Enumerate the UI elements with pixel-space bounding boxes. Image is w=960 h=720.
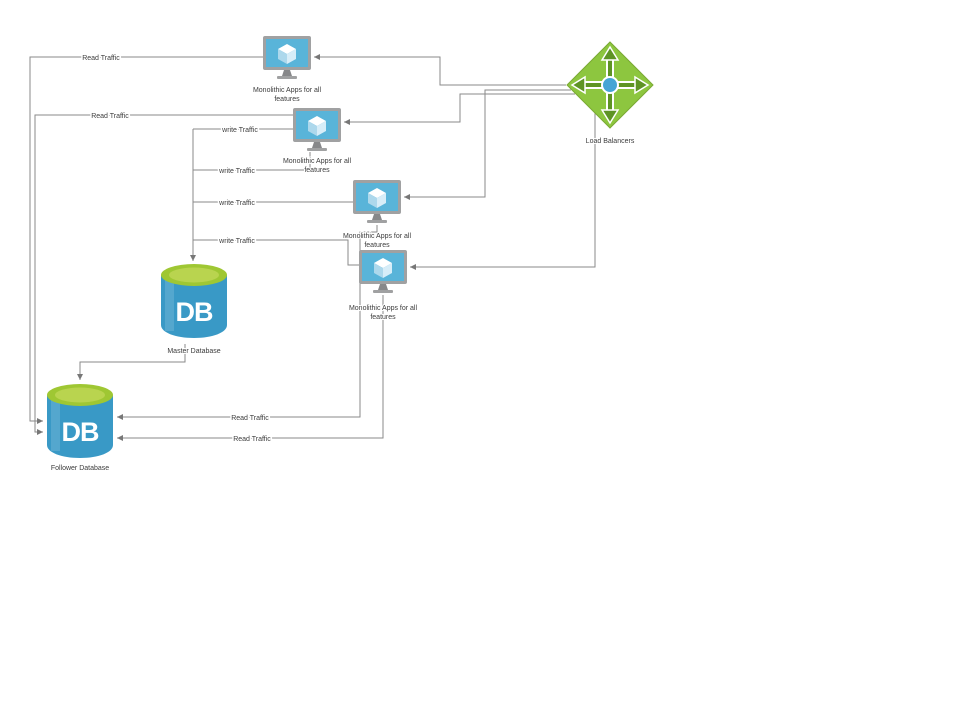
load-balancer-icon [567,42,653,128]
node-caption-app1-line2: features [274,96,300,103]
connector-read-app1-to-follower [29,56,263,424]
connector-layer [29,54,596,441]
node-caption-follower-database: Follower Database [51,465,109,472]
connector-write-app2 [193,152,311,171]
node-caption-app1-line1: Monolithic Apps for all [253,87,322,94]
node-caption-app2-line2: features [304,167,330,174]
edge-label-write-traffic-1: write Traffic [221,127,258,134]
node-caption-app3-line1: Monolithic Apps for all [343,233,412,240]
node-monolithic-app-2: Monolithic Apps for all features [282,108,352,175]
edge-label-write-traffic-3: write Traffic [218,200,255,207]
edge-label-read-traffic-3: Read Traffic [231,415,269,422]
connector-lb-to-app2 [344,93,575,125]
database-icon [47,384,113,458]
node-caption-app4-line2: features [370,314,396,321]
edge-label-layer: Read Traffic Read Traffic write Traffic … [81,54,273,445]
node-load-balancers: Load Balancers [567,42,653,146]
connector-lb-to-app3 [404,89,571,200]
node-caption-app3-line2: features [364,242,390,249]
node-caption-load-balancers: Load Balancers [586,138,635,145]
monitor-icon [263,36,311,79]
node-monolithic-app-1: Monolithic Apps for all features [252,36,322,104]
edge-label-read-traffic-1: Read Traffic [82,55,120,62]
node-caption-app4-line1: Monolithic Apps for all [349,305,418,312]
monitor-icon [293,108,341,151]
database-icon [161,264,227,338]
monitor-icon [353,180,401,223]
connector-lb-to-app4 [410,113,596,270]
node-monolithic-app-3: Monolithic Apps for all features [342,180,412,250]
edge-label-read-traffic-4: Read Traffic [233,436,271,443]
connector-write-app4 [193,239,359,266]
node-caption-master-database: Master Database [167,348,220,355]
connector-read-app2-to-follower [34,114,293,435]
node-follower-database: Follower Database [47,384,113,473]
node-master-database: Master Database [161,264,227,356]
connector-read-app3-to-follower [117,225,378,420]
node-monolithic-app-4: Monolithic Apps for all features [348,250,418,322]
monitor-icon [359,250,407,293]
edge-label-write-traffic-4: write Traffic [218,238,255,245]
connector-master-to-follower [77,344,186,380]
node-caption-app2-line1: Monolithic Apps for all [283,158,352,165]
edge-label-write-traffic-2: write Traffic [218,168,255,175]
connector-read-app4-to-follower [117,295,384,441]
edge-label-read-traffic-2: Read Traffic [91,113,129,120]
connector-lb-to-app1 [314,54,566,86]
